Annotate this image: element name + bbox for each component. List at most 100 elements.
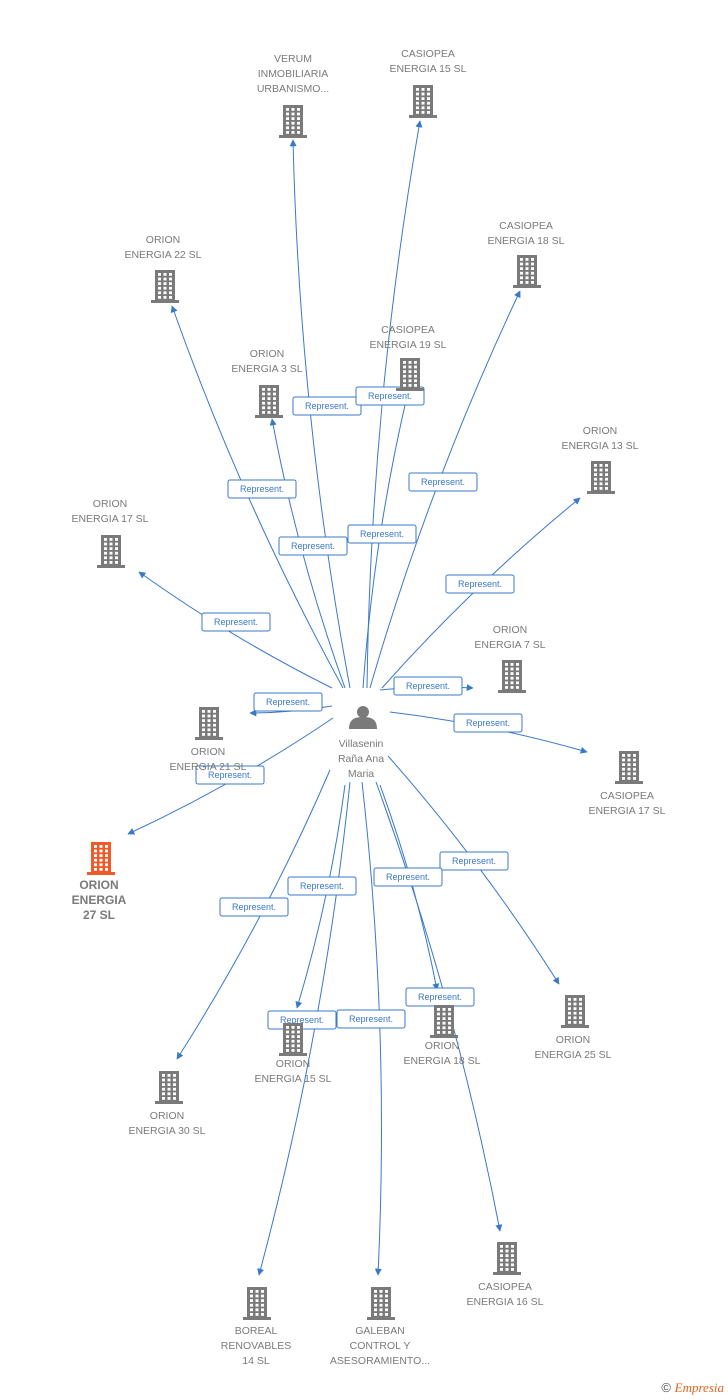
node-orion30[interactable]: ORION ENERGIA 30 SL <box>128 1071 206 1137</box>
node-label-line: ORION <box>150 1110 184 1122</box>
node-label-line: ORION <box>191 746 225 758</box>
node-orion21[interactable]: ORION ENERGIA 21 SL <box>169 707 247 773</box>
edge-label-text: Represent. <box>466 718 510 728</box>
edge-label-galeban: Represent. <box>336 1009 406 1029</box>
node-orion3[interactable]: ORION ENERGIA 3 SL <box>231 348 303 418</box>
edge-label-text: Represent. <box>291 541 335 551</box>
node-label-line: ORION <box>556 1034 590 1046</box>
building-icon <box>151 270 179 303</box>
node-label-line: ORION <box>146 234 180 246</box>
edge-label-text: Represent. <box>349 1014 393 1024</box>
edge-label-casiopea15: Represent. <box>355 386 425 406</box>
node-label-line: CASIOPEA <box>381 324 435 336</box>
edge-label-text: Represent. <box>386 872 430 882</box>
building-icon <box>396 358 424 391</box>
node-label-line: ORION <box>93 498 127 510</box>
edge-label-text: Represent. <box>300 881 344 891</box>
node-label-line: ENERGIA 30 SL <box>128 1125 205 1137</box>
building-icon <box>155 1071 183 1104</box>
building-icon <box>367 1287 395 1320</box>
node-label-line: CONTROL Y <box>350 1340 411 1352</box>
node-label-line: CASIOPEA <box>401 48 455 60</box>
node-label-line: ENERGIA 19 SL <box>369 339 446 351</box>
edge-boreal14 <box>257 781 351 1276</box>
brand-logo-text[interactable]: Empresia <box>674 1380 724 1395</box>
edge-label-orion21: Represent. <box>253 692 323 712</box>
building-icon <box>493 1242 521 1275</box>
edge-label-text: Represent. <box>214 617 258 627</box>
building-icon <box>97 535 125 568</box>
edge-orion15 <box>295 784 346 1009</box>
edge-label-orion22: Represent. <box>227 479 297 499</box>
node-orion7[interactable]: ORION ENERGIA 7 SL <box>474 624 546 693</box>
center-label-line: Raña Ana <box>338 753 384 765</box>
node-label-line: ENERGIA 17 SL <box>71 513 148 525</box>
node-label-line: ENERGIA 17 SL <box>588 805 665 817</box>
building-icon <box>87 842 115 875</box>
edge-orion22 <box>170 305 344 689</box>
building-icon <box>279 105 307 138</box>
edge-label-text: Represent. <box>240 484 284 494</box>
edge-label-verum: Represent. <box>292 396 362 416</box>
node-label-line: ENERGIA 3 SL <box>231 363 302 375</box>
nodes-layer: VERUMINMOBILIARIAURBANISMO...CASIOPEAENE… <box>71 48 665 1367</box>
footer-brand: © Empresia <box>661 1380 724 1396</box>
edge-label-orion30: Represent. <box>219 897 289 917</box>
node-label-line: ENERGIA <box>72 893 127 907</box>
node-verum[interactable]: VERUMINMOBILIARIAURBANISMO... <box>257 53 329 138</box>
node-label-line: GALEBAN <box>355 1325 405 1337</box>
edge-label-orion27: Represent. <box>195 765 265 785</box>
node-label-line: ORION <box>250 348 284 360</box>
edge-label-orion3: Represent. <box>278 536 348 556</box>
edge-label-casiopea19: Represent. <box>347 524 417 544</box>
node-casiopea19[interactable]: CASIOPEA ENERGIA 19 SL <box>369 324 447 391</box>
node-label-line: INMOBILIARIA <box>258 68 329 80</box>
node-label-line: ENERGIA 16 SL <box>466 1296 543 1308</box>
edge-label-text: Represent. <box>368 391 412 401</box>
edge-label-orion17: Represent. <box>201 612 271 632</box>
edge-label-casiopea18: Represent. <box>408 472 478 492</box>
building-icon <box>279 1023 307 1056</box>
edge-label-casiopea17: Represent. <box>453 713 523 733</box>
edge-label-text: Represent. <box>406 681 450 691</box>
node-label-line: ASESORAMIENTO... <box>330 1355 430 1367</box>
node-label-line: URBANISMO... <box>257 83 329 95</box>
edge-orion30 <box>176 769 331 1060</box>
node-label-line: ENERGIA 18 SL <box>403 1055 480 1067</box>
node-label-line: ENERGIA 7 SL <box>474 639 545 651</box>
building-icon <box>513 255 541 288</box>
edge-label-orion25: Represent. <box>439 851 509 871</box>
building-icon <box>255 385 283 418</box>
node-orion17[interactable]: ORION ENERGIA 17 SL <box>71 498 149 568</box>
node-label-line: ORION <box>583 425 617 437</box>
edge-label-text: Represent. <box>305 401 349 411</box>
edge-label-casiopea16: Represent. <box>405 987 475 1007</box>
node-label-line: ORION <box>276 1058 310 1070</box>
edge-label-text: Represent. <box>418 992 462 1002</box>
building-icon <box>587 461 615 494</box>
edges-layer <box>127 120 588 1276</box>
building-icon <box>409 85 437 118</box>
edge-label-text: Represent. <box>360 529 404 539</box>
edge-label-text: Represent. <box>266 697 310 707</box>
node-label-line: ENERGIA 15 SL <box>389 63 466 75</box>
node-label-line: ENERGIA 18 SL <box>487 235 564 247</box>
node-label-line: 14 SL <box>242 1355 270 1367</box>
node-casiopea15[interactable]: CASIOPEA ENERGIA 15 SL <box>389 48 467 118</box>
node-label-line: ENERGIA 21 SL <box>169 761 246 773</box>
node-label-line: ORION <box>79 878 118 892</box>
node-label-line: ORION <box>493 624 527 636</box>
node-galeban[interactable]: GALEBAN CONTROL Y ASESORAMIENTO... <box>330 1287 430 1367</box>
